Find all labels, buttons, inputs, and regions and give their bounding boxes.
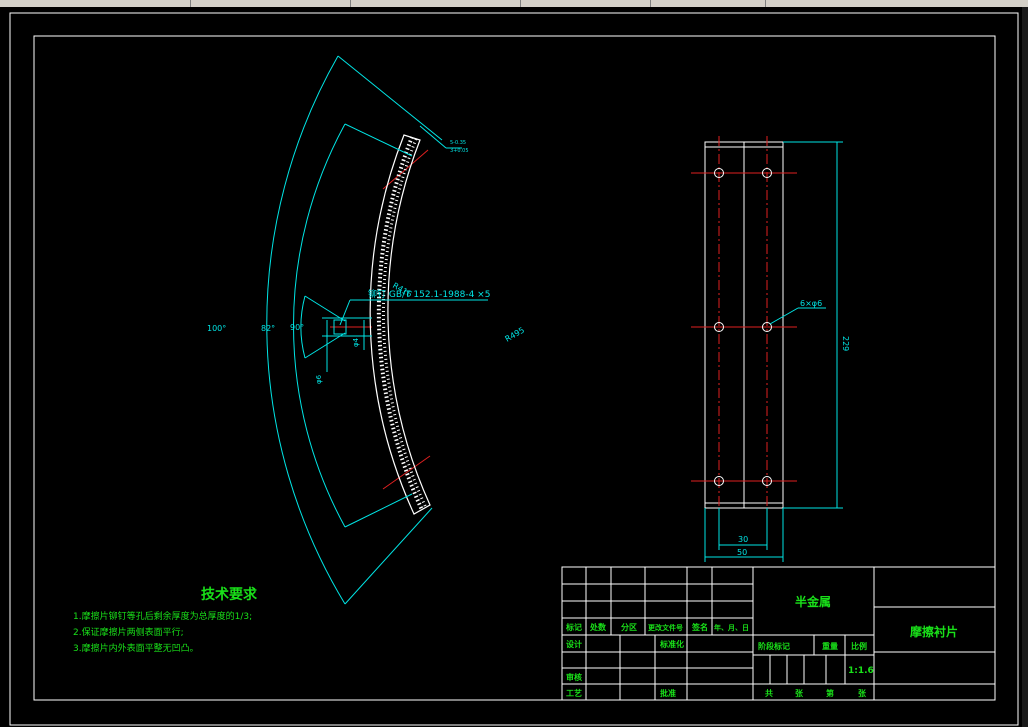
label-review: 审核 <box>566 672 582 682</box>
friction-lining-hatch <box>376 136 424 511</box>
title-block-border <box>561 566 996 701</box>
requirements-title: 技术要求 <box>201 586 258 603</box>
label-ratio: 比例 <box>851 641 867 651</box>
label-center-angle: 90° <box>290 323 304 332</box>
toolbar-separator <box>520 0 521 7</box>
plate-view: 6×φ6 229 30 50 <box>691 136 850 562</box>
label-sheets: 张 <box>795 689 804 698</box>
dimension-arc-outer <box>266 55 346 605</box>
label-dia-hole: φ6 <box>315 374 323 384</box>
extension-line <box>304 295 346 322</box>
label-doc-no: 更改文件号 <box>648 623 683 632</box>
rivet-label-leader <box>339 299 351 326</box>
label-standard: 标准化 <box>659 639 684 649</box>
label-sheet-unit: 张 <box>858 689 867 698</box>
toolbar-separator <box>190 0 191 7</box>
extension-line <box>304 332 346 359</box>
rivet-hole <box>714 322 724 332</box>
extension-line <box>344 507 433 605</box>
rivet-hole <box>762 168 772 178</box>
title-block: 半金属 摩擦衬片 1:1.6 标记 处数 分区 更改文件号 签名 年、月、日 设… <box>561 566 996 701</box>
inner-drawing-frame <box>33 35 996 701</box>
label-approve: 批准 <box>660 688 676 698</box>
part-name: 摩擦衬片 <box>910 624 958 639</box>
label-date: 年、月、日 <box>714 623 749 632</box>
label-outer-angle: 100° <box>207 324 226 333</box>
requirement-item: 2.保证摩擦片两侧表面平行; <box>73 626 184 638</box>
label-count: 处数 <box>589 622 607 632</box>
window-scrollbar-edge[interactable] <box>1022 7 1028 727</box>
rivet-hole <box>762 322 772 332</box>
outer-sheet-border <box>9 12 1019 726</box>
label-stage-mark: 阶段标记 <box>758 641 790 651</box>
center-line-lower <box>382 455 431 490</box>
arc-segment-view: 100° 82° 90° R495 R416 铆钉 GB/T 152.1-198… <box>207 55 527 605</box>
requirement-item: 3.摩擦片内外表面平整无凹凸。 <box>73 642 199 654</box>
scale-value: 1:1.6 <box>848 666 874 676</box>
rivet-hole <box>714 476 724 486</box>
label-dia-small: φ4 <box>352 337 360 347</box>
label-process: 工艺 <box>566 688 582 698</box>
material-name: 半金属 <box>795 594 831 609</box>
label-inner-width: 30 <box>738 535 748 544</box>
label-design: 设计 <box>566 639 582 649</box>
label-rivet-spec: 铆钉 GB/T 152.1-1988-4 ×5 <box>368 288 490 300</box>
extension-line <box>337 55 443 141</box>
window-toolbar-strip <box>0 0 1028 7</box>
extension-line <box>344 123 413 157</box>
label-sheet-no: 第 <box>826 688 834 698</box>
rivet-outline <box>333 319 347 335</box>
toolbar-separator <box>350 0 351 7</box>
label-zone: 分区 <box>621 622 637 632</box>
friction-lining-hatch-2 <box>381 138 428 509</box>
label-weight: 重量 <box>822 641 838 651</box>
extension-line <box>344 493 413 528</box>
technical-requirements: 技术要求 1.摩擦片铆钉等孔后剩余厚度为总厚度的1/3; 2.保证摩擦片两侧表面… <box>73 586 258 654</box>
rivet-hole <box>714 168 724 178</box>
dimension-arc-center <box>300 295 306 359</box>
label-height: 229 <box>841 336 850 351</box>
label-inner-angle: 82° <box>261 324 275 333</box>
label-thickness: 5-0.35 <box>450 140 466 146</box>
toolbar-separator <box>650 0 651 7</box>
thickness-leader <box>419 125 447 149</box>
dimension-arc-inner <box>293 123 346 528</box>
friction-lining-outline <box>369 134 431 515</box>
hole-callout-leader <box>769 307 799 325</box>
toolbar-separator <box>765 0 766 7</box>
rivet-hole <box>762 476 772 486</box>
label-mark: 标记 <box>565 622 582 632</box>
label-radius: R495 <box>504 326 527 344</box>
label-hole-callout: 6×φ6 <box>800 299 822 308</box>
requirement-item: 1.摩擦片铆钉等孔后剩余厚度为总厚度的1/3; <box>73 610 252 622</box>
label-thickness-2: 3+0.05 <box>450 148 469 154</box>
label-outer-width: 50 <box>737 548 747 557</box>
label-sign: 签名 <box>691 622 708 632</box>
label-sheets-total: 共 <box>765 688 773 698</box>
